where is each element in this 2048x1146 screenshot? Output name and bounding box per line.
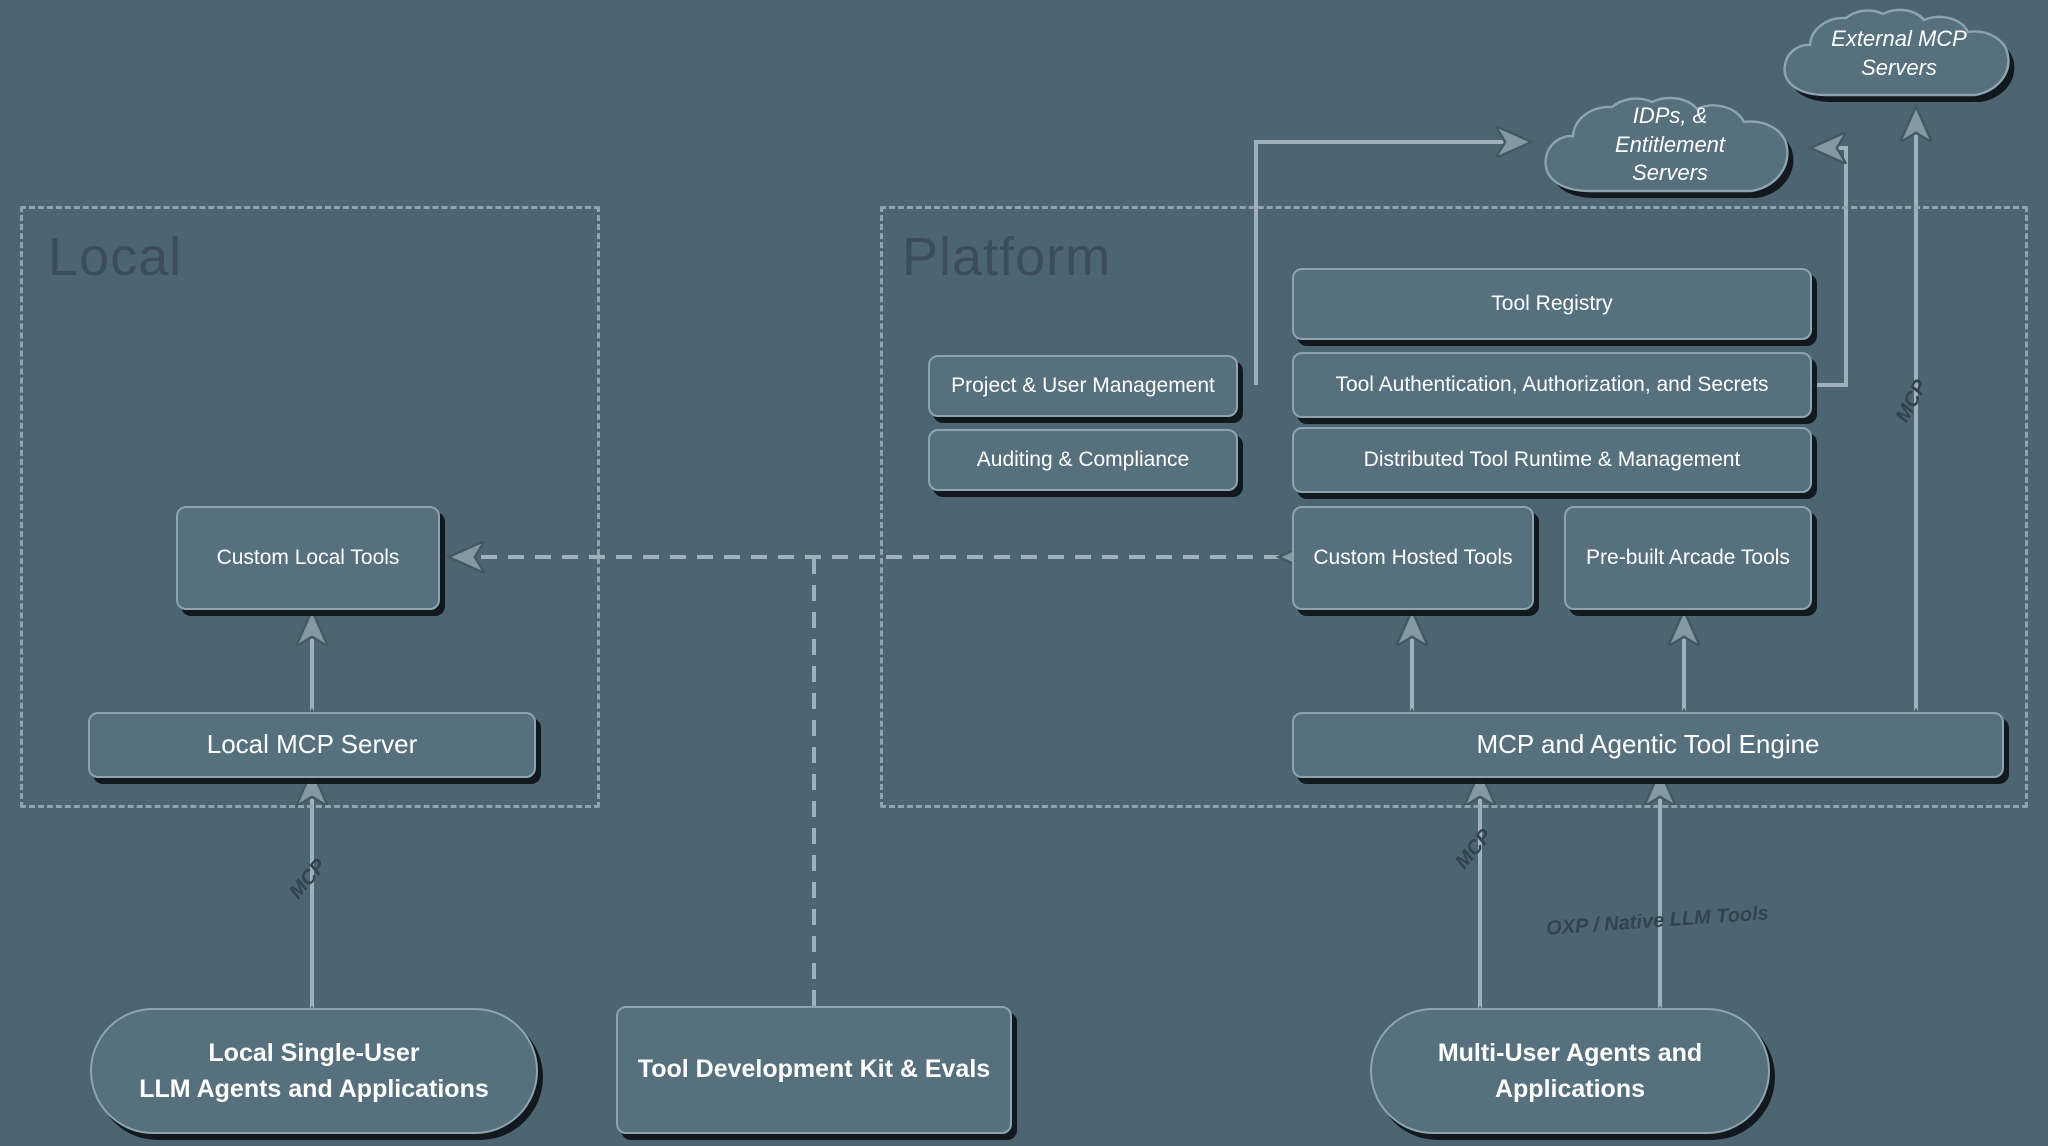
node-local-single-user-agents[interactable]: Local Single-User LLM Agents and Applica…	[90, 1008, 538, 1134]
node-distributed-tool-runtime-label: Distributed Tool Runtime & Management	[1363, 447, 1741, 471]
node-project-user-management[interactable]: Project & User Management	[928, 355, 1238, 417]
cloud-shape	[1783, 8, 2015, 103]
node-prebuilt-arcade-tools[interactable]: Pre-built Arcade Tools	[1564, 506, 1812, 610]
edge-label-oxp-native: OXP / Native LLM Tools	[1545, 902, 1770, 940]
node-tool-development-kit[interactable]: Tool Development Kit & Evals	[616, 1006, 1012, 1134]
node-custom-local-tools[interactable]: Custom Local Tools	[176, 506, 440, 610]
node-multi-user-agents-label: Multi-User Agents and Applications	[1437, 1038, 1703, 1103]
node-tool-registry-label: Tool Registry	[1491, 291, 1613, 315]
node-custom-local-tools-label: Custom Local Tools	[216, 545, 400, 569]
node-custom-hosted-tools[interactable]: Custom Hosted Tools	[1292, 506, 1534, 610]
group-local	[20, 206, 600, 808]
node-local-mcp-server-label: Local MCP Server	[206, 729, 418, 760]
cloud-external-mcp-servers-label: External MCP Servers	[1831, 26, 1967, 80]
node-tool-authentication[interactable]: Tool Authentication, Authorization, and …	[1292, 352, 1812, 418]
node-custom-hosted-tools-label: Custom Hosted Tools	[1313, 545, 1513, 569]
edge-label-mcp-local: MCP	[285, 855, 331, 904]
node-tool-registry[interactable]: Tool Registry	[1292, 268, 1812, 340]
node-distributed-tool-runtime[interactable]: Distributed Tool Runtime & Management	[1292, 427, 1812, 493]
node-mcp-agentic-tool-engine[interactable]: MCP and Agentic Tool Engine	[1292, 712, 2004, 778]
node-auditing-compliance[interactable]: Auditing & Compliance	[928, 429, 1238, 491]
node-auditing-compliance-label: Auditing & Compliance	[976, 447, 1190, 471]
node-local-mcp-server[interactable]: Local MCP Server	[88, 712, 536, 778]
cloud-idps-entitlement-servers-label: IDPs, & Entitlement Servers	[1614, 103, 1726, 186]
node-project-user-management-label: Project & User Management	[951, 373, 1215, 397]
group-platform-title: Platform	[902, 227, 1112, 287]
node-tool-development-kit-label: Tool Development Kit & Evals	[637, 1055, 991, 1084]
group-local-title: Local	[48, 227, 183, 287]
node-multi-user-agents[interactable]: Multi-User Agents and Applications	[1370, 1008, 1770, 1134]
group-platform	[880, 206, 2028, 808]
node-mcp-agentic-tool-engine-label: MCP and Agentic Tool Engine	[1476, 729, 1820, 760]
node-local-single-user-agents-label: Local Single-User LLM Agents and Applica…	[139, 1038, 489, 1103]
node-tool-authentication-label: Tool Authentication, Authorization, and …	[1335, 372, 1769, 396]
cloud-external-mcp-servers[interactable]: External MCP Servers	[1768, 6, 2030, 110]
cloud-idps-entitlement-servers[interactable]: IDPs, & Entitlement Servers	[1528, 94, 1812, 208]
cloud-shape	[1544, 96, 1794, 198]
edge-label-mcp-platform: MCP	[1451, 825, 1497, 874]
node-prebuilt-arcade-tools-label: Pre-built Arcade Tools	[1586, 545, 1790, 569]
